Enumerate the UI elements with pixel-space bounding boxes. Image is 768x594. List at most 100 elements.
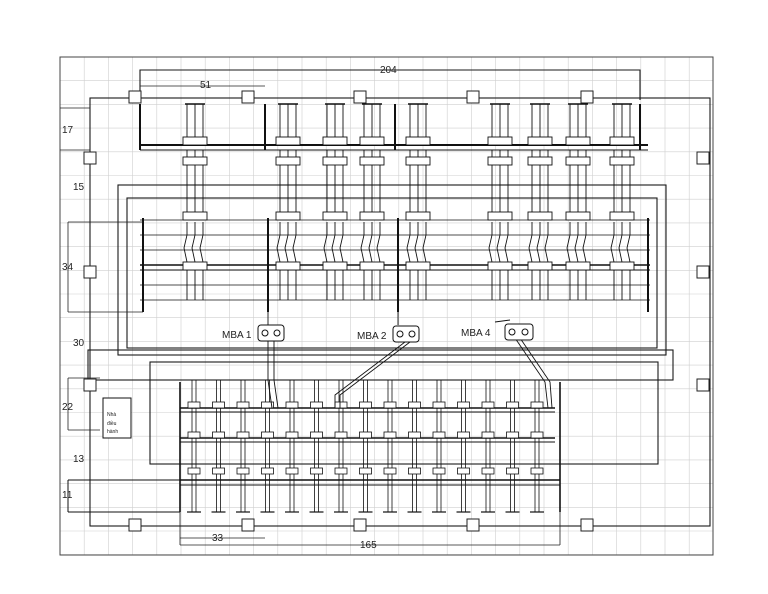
lower-bay-breaker — [261, 401, 274, 409]
lower-bay-breaker — [285, 401, 299, 409]
bay-conductor — [406, 222, 411, 300]
bay-conductor — [276, 222, 281, 300]
lower-bay-breaker — [310, 431, 323, 439]
bay-breaker — [182, 136, 208, 146]
lower-bay-breaker — [457, 467, 470, 475]
lower-bay-breaker — [530, 431, 544, 439]
bay-breaker — [322, 156, 348, 166]
bay-breaker — [487, 211, 513, 221]
fence-post — [696, 151, 710, 165]
lower-bay-breaker — [481, 401, 495, 409]
bay-conductor — [199, 222, 204, 300]
lower-bays — [187, 380, 544, 513]
site-boundary — [59, 56, 714, 556]
fence-posts — [83, 90, 710, 532]
fence-post — [241, 518, 255, 532]
lower-bay-breaker — [359, 431, 372, 439]
bay-conductor — [368, 222, 373, 300]
bay-breaker — [405, 211, 431, 221]
bay-breaker — [527, 261, 553, 271]
lower-bay-breaker — [359, 467, 372, 475]
top-busbar — [139, 104, 648, 151]
fence-post — [83, 265, 97, 279]
bay-breaker — [322, 261, 348, 271]
bay-conductor — [610, 222, 615, 300]
dim-left-13: 13 — [73, 454, 85, 465]
bay-breaker — [359, 261, 385, 271]
bay-conductor — [536, 222, 541, 300]
lower-bay-breaker — [432, 401, 446, 409]
fence-post — [466, 90, 480, 104]
bay-breaker — [182, 156, 208, 166]
lower-bay-breaker — [457, 401, 470, 409]
fence-post — [696, 378, 710, 392]
dim-bottom-33: 33 — [212, 533, 224, 544]
bay-conductor — [528, 222, 533, 300]
bay-breaker — [275, 261, 301, 271]
bay-breaker — [527, 156, 553, 166]
lower-bay-breaker — [187, 431, 201, 439]
label-mba2: MBA 2 — [357, 331, 387, 342]
dim-top-total: 204 — [380, 65, 397, 76]
dim-left-11: 11 — [62, 490, 73, 501]
lower-bay-breaker — [408, 401, 421, 409]
lower-bay-breaker — [481, 431, 495, 439]
dim-top-left: 51 — [200, 80, 212, 91]
transformer-mba4 — [504, 323, 534, 341]
bay-breaker — [405, 156, 431, 166]
bay-conductor — [488, 222, 493, 300]
bay-conductor — [339, 222, 344, 300]
lower-bay-breaker — [285, 467, 299, 475]
control-house-line2: điều — [107, 421, 117, 427]
bay-conductor — [292, 222, 297, 300]
bay-conductor — [618, 222, 623, 300]
bay-breaker — [182, 211, 208, 221]
transformer-mba1 — [257, 324, 285, 342]
lower-bay-breaker — [212, 431, 225, 439]
bay-breaker — [182, 261, 208, 271]
lower-bay-breaker — [310, 401, 323, 409]
dim-bottom-165: 165 — [360, 540, 377, 551]
bay-breaker — [487, 261, 513, 271]
fence-post — [241, 90, 255, 104]
control-house: Nhà điều hành — [102, 397, 132, 439]
lower-bay-breaker — [261, 431, 274, 439]
lower-bay-breaker — [506, 431, 519, 439]
lower-bay-breaker — [506, 467, 519, 475]
fence-post — [83, 151, 97, 165]
transformer-mba2 — [392, 325, 420, 343]
transformer-links — [267, 300, 553, 409]
bay-breaker — [275, 156, 301, 166]
bay-breaker — [322, 136, 348, 146]
bay-conductor — [360, 222, 365, 300]
bay-conductor — [422, 222, 427, 300]
lower-bay-breaker — [530, 467, 544, 475]
bay-breaker — [609, 156, 635, 166]
lower-bay-breaker — [408, 431, 421, 439]
dim-left-17: 17 — [62, 125, 74, 136]
bay-breaker — [527, 136, 553, 146]
fence-post — [466, 518, 480, 532]
bay-conductor — [582, 222, 587, 300]
lower-bay-breaker — [236, 431, 250, 439]
bay-breaker — [565, 136, 591, 146]
bay-conductor — [331, 222, 336, 300]
bay-breaker — [359, 156, 385, 166]
bay-breaker — [405, 261, 431, 271]
bay-conductor — [566, 222, 571, 300]
bay-conductor — [504, 222, 509, 300]
dim-left-34: 34 — [62, 262, 74, 273]
lower-bay-breaker — [383, 431, 397, 439]
bay-breaker — [487, 136, 513, 146]
switchgear-bays — [182, 103, 635, 300]
lower-bay-breaker — [432, 431, 446, 439]
bay-breaker — [609, 136, 635, 146]
bay-conductor — [574, 222, 579, 300]
bay-breaker — [359, 211, 385, 221]
lower-bay-breaker — [383, 401, 397, 409]
lower-bay-breaker — [261, 467, 274, 475]
lower-bay-breaker — [187, 401, 201, 409]
bay-breaker — [565, 156, 591, 166]
middle-busbar — [140, 218, 650, 312]
